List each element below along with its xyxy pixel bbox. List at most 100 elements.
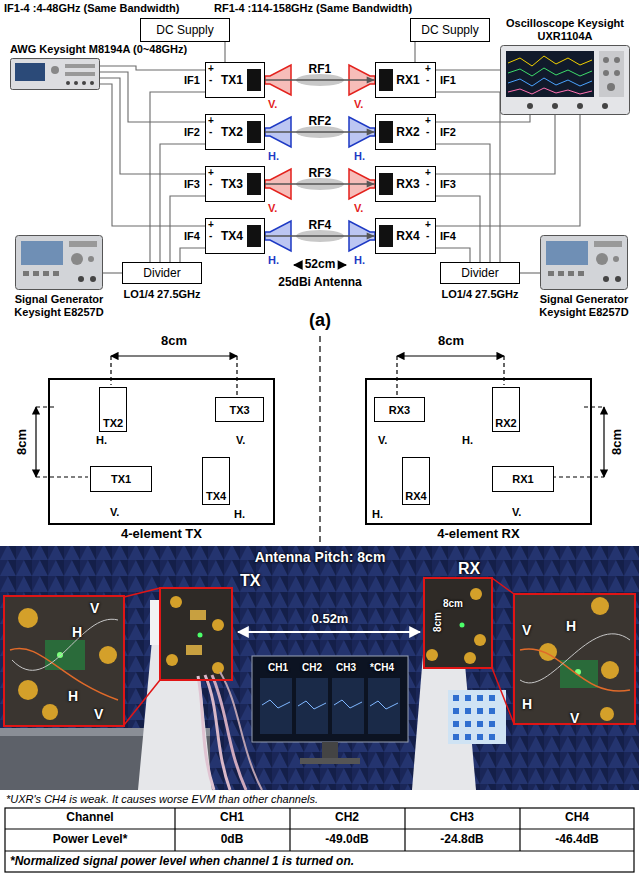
label-text: - <box>426 74 429 86</box>
edge-label: RF1 <box>308 63 331 77</box>
edge-label: RF2 <box>308 115 331 129</box>
node-text: Signal Generator Keysight E8257D <box>534 293 634 319</box>
node-text: TX4 <box>221 229 243 243</box>
lab-photo <box>332 678 364 734</box>
node-text: RX3 <box>389 404 410 416</box>
connector-line <box>436 115 530 122</box>
label-text: H <box>566 618 576 634</box>
lab-photo <box>296 678 328 734</box>
lab-photo <box>520 634 630 683</box>
power-table <box>5 828 634 829</box>
oscilloscope-drawing <box>508 56 592 66</box>
node-text: Divider <box>143 266 180 280</box>
dimension-line <box>603 407 604 477</box>
label-text: IF4 <box>184 230 200 243</box>
edge-label: RF3 <box>308 167 331 181</box>
lab-photo <box>124 680 160 725</box>
chip-block <box>379 121 393 143</box>
lab-photo <box>166 654 178 666</box>
oscilloscope: Oscilloscope Keysight UXR1104A <box>500 45 630 115</box>
label-text: + <box>208 115 214 127</box>
rf-link <box>265 181 375 188</box>
lab-photo <box>489 734 495 740</box>
antenna-element: TX3 <box>215 397 264 422</box>
lab-photo <box>0 546 639 790</box>
awg-instrument-drawing <box>74 81 78 85</box>
label-text: + <box>208 167 214 179</box>
edge-label: RF4 <box>308 219 331 233</box>
signal-generator-drawing <box>558 271 564 276</box>
lab-photo <box>334 700 362 708</box>
lab-photo <box>465 734 471 740</box>
signal-generator-drawing <box>71 253 83 265</box>
signal-generator-drawing <box>15 235 103 290</box>
node-text: RX3 <box>396 177 419 191</box>
lab-photo <box>492 668 514 724</box>
lab-photo <box>489 708 495 714</box>
signal-wire <box>415 42 416 62</box>
oscilloscope-drawing <box>508 88 592 94</box>
connector-line <box>436 248 470 262</box>
connector-line <box>265 79 375 81</box>
awg-instrument-drawing <box>65 64 95 68</box>
oscilloscope-drawing <box>614 57 620 63</box>
awg-instrument-drawing <box>82 81 86 85</box>
section-divider <box>320 336 321 545</box>
dimension-line <box>36 476 88 477</box>
signal-generator-drawing <box>546 241 588 265</box>
lab-photo <box>465 721 471 727</box>
antenna-element: TX1 <box>90 466 152 492</box>
signal-generator: Signal Generator Keysight E8257D <box>540 235 628 290</box>
lab-photo <box>4 596 124 726</box>
signal-wire <box>225 42 226 62</box>
label-text: CH4 <box>565 811 589 825</box>
section-divider <box>319 336 320 545</box>
rf-beam <box>296 74 344 242</box>
label-text: - <box>209 230 212 242</box>
label-text: 25dBi Antenna <box>278 276 362 290</box>
signal-generator-drawing <box>541 236 628 290</box>
lab-photo <box>300 758 360 764</box>
node-text: RX4 <box>396 229 419 243</box>
connector-line <box>160 144 205 262</box>
rf-link <box>265 129 375 136</box>
awg-instrument-drawing <box>15 63 45 81</box>
tx-module: TX3 <box>205 166 265 202</box>
label-text: *CH4 <box>370 662 394 674</box>
label-text: LO1/4 27.5GHz <box>441 288 518 301</box>
connector-line <box>436 196 480 262</box>
label-text: + <box>425 63 431 75</box>
lab-photo <box>212 619 224 631</box>
lab-photo <box>190 610 206 620</box>
node-text: RX1 <box>396 73 419 87</box>
antenna-element: RX2 <box>492 387 520 432</box>
label-text: - <box>209 126 212 138</box>
dimension-line <box>503 356 504 385</box>
label-text: V. <box>354 98 363 111</box>
oscilloscope-drawing <box>603 57 609 63</box>
label-text: CH3 <box>336 662 356 674</box>
label-text: CH3 <box>450 811 474 825</box>
label-text: 8cm <box>15 429 30 455</box>
divider-box: Divider <box>122 262 202 284</box>
lab-photo <box>198 676 214 790</box>
label-text: H. <box>268 150 279 163</box>
signal-generator-drawing <box>613 256 619 262</box>
power-table <box>404 808 405 851</box>
power-table <box>289 808 290 851</box>
lab-photo <box>12 619 118 670</box>
label-text: (a) <box>309 310 331 331</box>
lab-photo <box>474 634 486 646</box>
label-text: V. <box>268 98 277 111</box>
connector-line <box>170 196 205 262</box>
signal-generator-drawing <box>69 241 97 247</box>
antenna-element: TX2 <box>99 387 127 432</box>
awg-instrument-drawing <box>65 72 95 76</box>
lab-photo <box>591 597 609 615</box>
awg-instrument-drawing <box>51 66 59 74</box>
tx-module: TX1 <box>205 62 265 98</box>
lab-photo <box>448 690 506 744</box>
power-table <box>5 850 634 851</box>
label-text: - <box>209 178 212 190</box>
